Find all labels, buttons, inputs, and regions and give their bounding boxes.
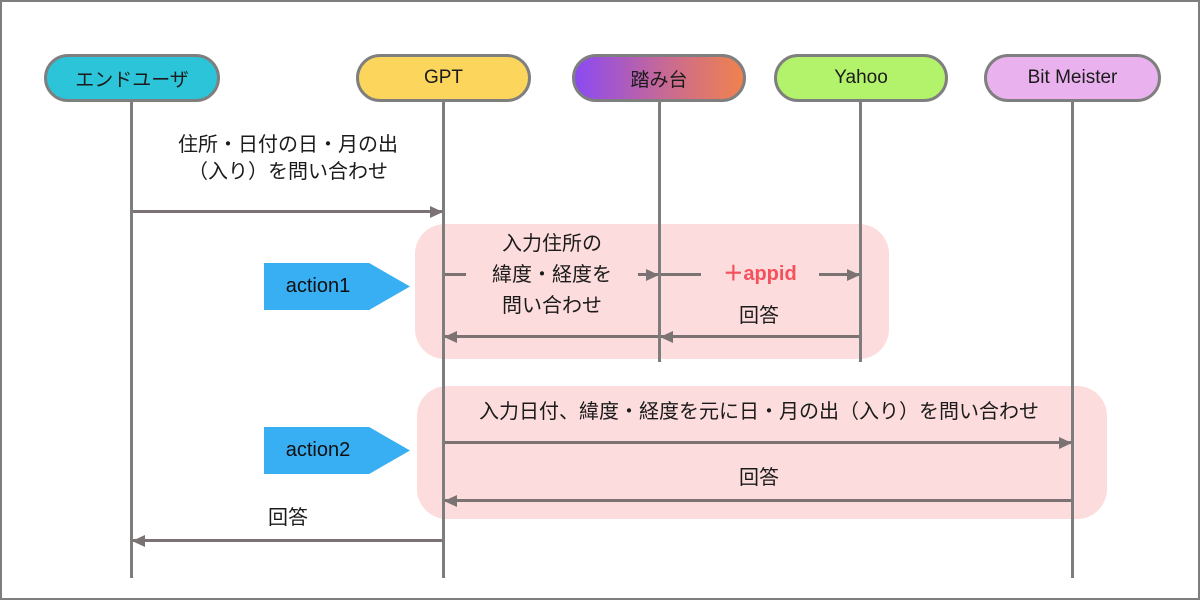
action2-group-box	[417, 386, 1107, 519]
action1-label: action1	[264, 263, 410, 310]
actor-fumidai: 踏み台	[572, 54, 746, 102]
arrow-initial-request	[133, 210, 442, 213]
arrow-geo-reply-fumidai-to-gpt	[445, 335, 658, 338]
actor-yahoo: Yahoo	[774, 54, 948, 102]
action2-label: action2	[264, 427, 410, 474]
label-initial-request: 住所・日付の日・月の出 （入り）を問い合わせ	[128, 132, 448, 186]
lifeline-fumidai	[658, 102, 661, 362]
arrow-geo-reply-yahoo-to-fumidai	[661, 335, 859, 338]
lifeline-end-user	[130, 102, 133, 578]
arrow-sun-reply	[445, 499, 1071, 502]
label-initial-request-line2: （入り）を問い合わせ	[188, 161, 388, 183]
label-final-reply: 回答	[268, 507, 308, 529]
label-geo-query-line2: 緯度・経度を	[492, 264, 612, 286]
arrow-sun-query	[445, 441, 1071, 444]
label-geo-query: 入力住所の 緯度・経度を 問い合わせ	[466, 229, 638, 322]
label-sun-reply: 回答	[739, 467, 779, 489]
lifeline-bit-meister	[1071, 102, 1074, 578]
lifeline-yahoo	[859, 102, 862, 362]
label-geo-reply: 回答	[739, 305, 779, 327]
label-geo-query-line1: 入力住所の	[502, 233, 602, 255]
actor-gpt: GPT	[356, 54, 531, 102]
label-initial-request-line1: 住所・日付の日・月の出	[178, 134, 398, 156]
label-sun-query: 入力日付、緯度・経度を元に日・月の出（入り）を問い合わせ	[479, 401, 1039, 423]
actor-bit-meister: Bit Meister	[984, 54, 1161, 102]
label-appid: ＋appid	[701, 261, 819, 288]
actor-end-user: エンドユーザ	[44, 54, 220, 102]
arrow-final-reply	[133, 539, 442, 542]
label-geo-query-line3: 問い合わせ	[502, 295, 602, 317]
